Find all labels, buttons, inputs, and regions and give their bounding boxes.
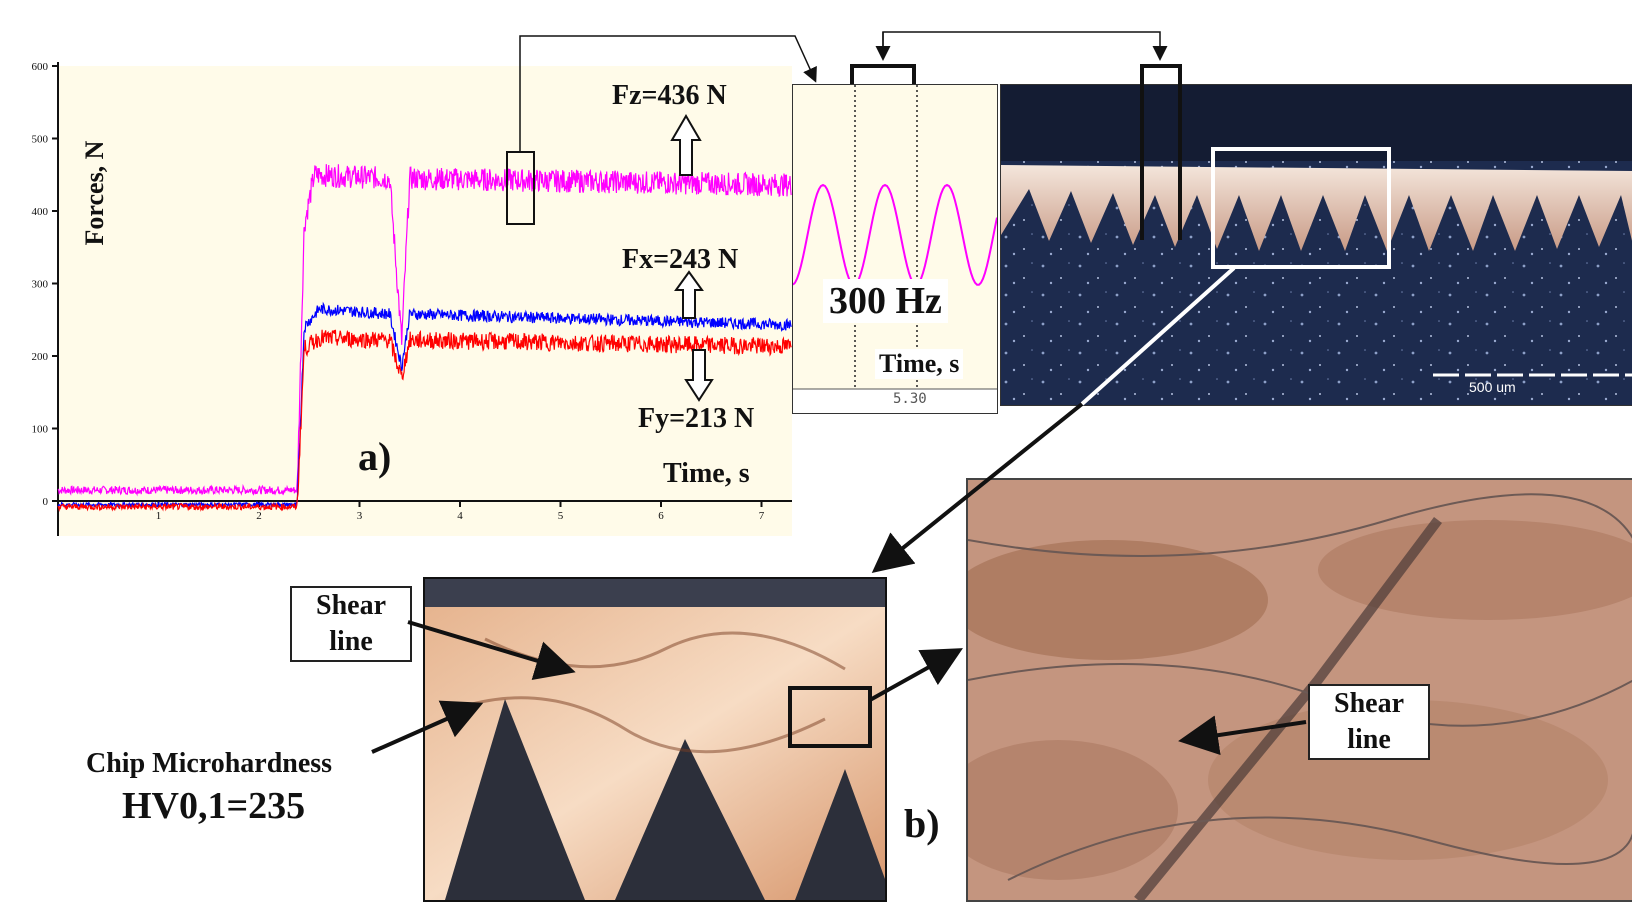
chip-micrograph-detail	[966, 478, 1632, 902]
x-tick-label: 2	[256, 510, 262, 522]
series-group	[57, 164, 792, 512]
y-axis-label: Forces, N	[80, 140, 109, 246]
inset-zoom-plot: 300 Hz Time, s 5.30	[792, 84, 998, 414]
inset-bracket	[850, 64, 916, 84]
microhardness-title: Chip Microhardness	[86, 748, 333, 779]
chip-segment-profile	[425, 607, 885, 900]
inset-time-label: Time, s	[875, 349, 964, 379]
panel-a-label: a)	[358, 434, 392, 479]
fy-arrow-icon	[684, 349, 714, 402]
y-tick-label: 100	[32, 424, 49, 436]
x-axis-label: Time, s	[663, 458, 750, 489]
x-tick-label: 3	[357, 510, 363, 522]
x-tick-label: 1	[156, 510, 162, 522]
y-tick-label: 0	[43, 496, 49, 508]
y-axis: 0 100 200 300 400 500 600	[32, 61, 59, 536]
micrograph-segments-image	[425, 579, 885, 900]
bracket-connector	[882, 31, 1168, 61]
fy-annotation: Fy=213 N	[638, 403, 755, 434]
y-tick-label: 200	[32, 351, 49, 363]
x-tick-label: 5	[558, 510, 564, 522]
fx-annotation: Fx=243 N	[622, 244, 739, 275]
y-tick-label: 300	[32, 279, 49, 291]
shear-line-label-1: Shear line	[290, 586, 412, 662]
x-tick-label: 6	[658, 510, 664, 522]
micrograph-detail-image	[968, 493, 1632, 900]
y-tick-label: 600	[32, 61, 49, 73]
zoom-window-box	[506, 151, 535, 225]
fz-annotation: Fz=436 N	[612, 80, 727, 111]
panel-b-label: b)	[904, 801, 940, 846]
y-tick-label: 500	[32, 134, 49, 146]
microhardness-value: HV0,1=235	[122, 785, 306, 827]
shear-line-label-2: Shear line	[1308, 684, 1430, 760]
x-tick-label: 4	[457, 510, 463, 522]
inset-sine-wave	[793, 183, 997, 286]
x-tick-label: 7	[759, 510, 765, 522]
detail-selection-box	[788, 686, 872, 748]
chip-micrograph-segments	[423, 577, 887, 902]
scale-bar-label: 500 um	[1469, 379, 1516, 395]
y-tick-label: 400	[32, 206, 49, 218]
series-fy	[57, 329, 792, 512]
series-fz	[57, 164, 792, 497]
chip-micrograph-overview: 500 um	[1000, 84, 1632, 406]
fx-arrow-icon	[674, 270, 704, 319]
inset-frequency-label: 300 Hz	[823, 279, 948, 323]
selection-box	[1211, 147, 1391, 269]
micrograph-overview-image	[1001, 85, 1632, 405]
inset-tick-label: 5.30	[893, 391, 927, 407]
